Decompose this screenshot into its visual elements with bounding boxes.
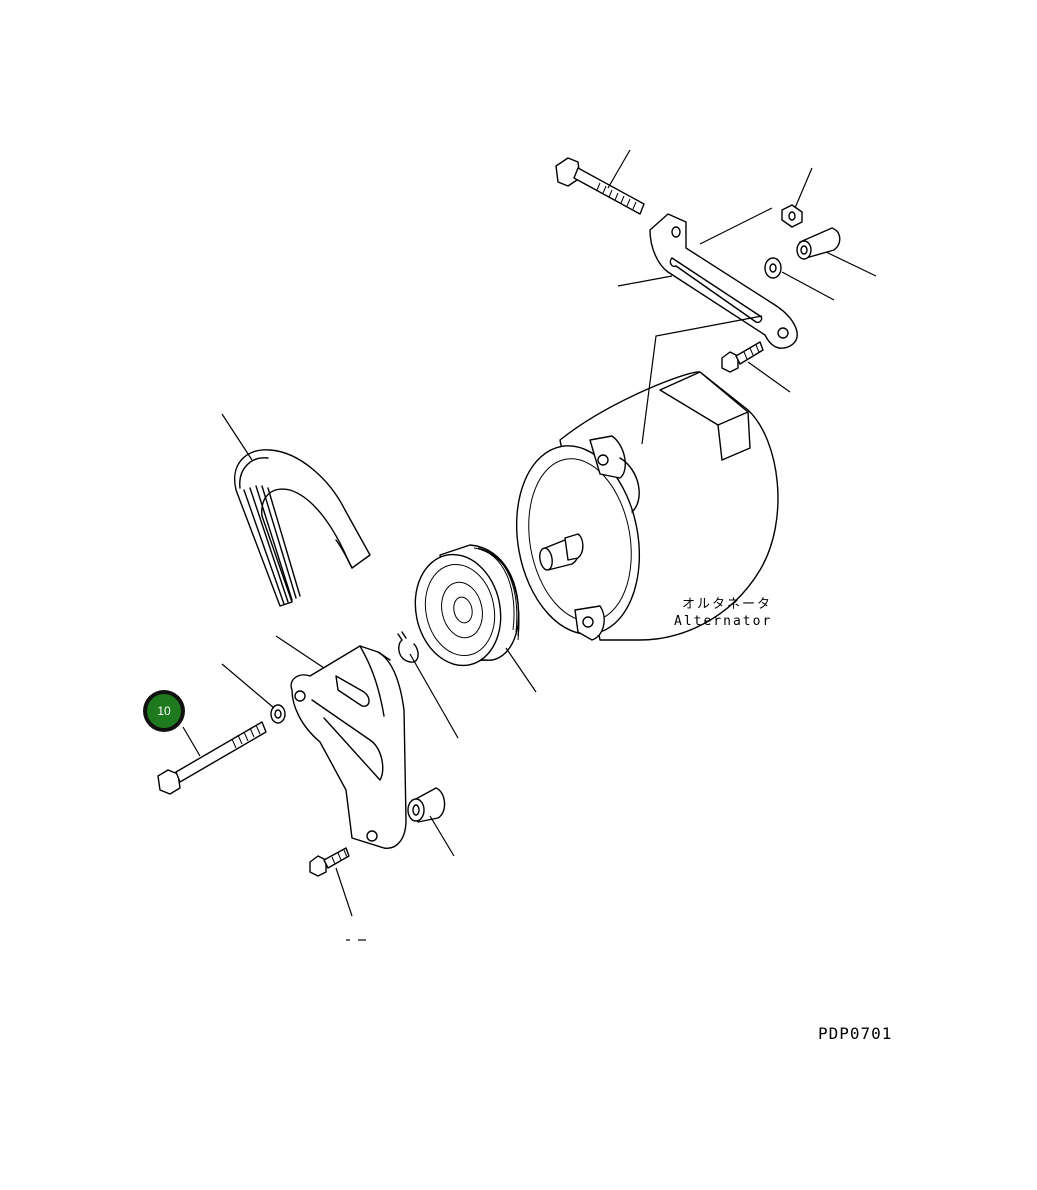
leader-lines (182, 149, 877, 941)
nut (781, 204, 803, 228)
washer-top (764, 257, 782, 279)
callout-fill (147, 694, 181, 728)
spacer-lower (407, 787, 446, 823)
pulley (414, 544, 520, 667)
spacer-top (796, 227, 841, 260)
long-bolt (157, 721, 267, 795)
small-bolt-bottom (309, 847, 350, 877)
small-bolt-right (721, 341, 764, 373)
mounting-bracket (290, 645, 407, 849)
washer-lower (270, 704, 286, 724)
v-belt (234, 449, 371, 607)
callout-10[interactable]: 10 (143, 690, 185, 732)
alternator-label-en: Alternator (674, 614, 772, 629)
adjusting-bracket (649, 213, 798, 349)
snap-ring (397, 631, 419, 663)
drawing-code: PDP0701 (818, 1024, 892, 1043)
top-bolt (555, 157, 645, 215)
callout-number: 10 (157, 704, 171, 718)
alternator (515, 371, 779, 641)
alternator-label-jp: オルタネータ (682, 597, 772, 612)
